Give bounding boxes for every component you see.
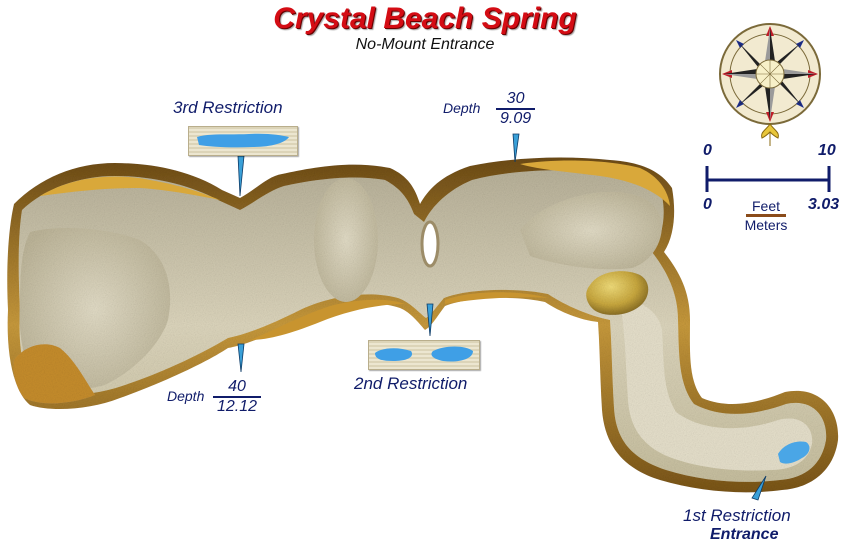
restriction-pillar (420, 220, 440, 268)
depth-40-meters: 12.12 (217, 398, 258, 415)
label-entrance: Entrance (710, 526, 779, 543)
scale-meters-start: 0 (703, 196, 712, 213)
thumbnail-2nd-restriction (368, 340, 480, 370)
scale-meters-end: 3.03 (808, 196, 840, 213)
wall-highlight-top-left (40, 176, 220, 200)
scale-unit-feet: Feet (751, 198, 780, 214)
dome-middle (314, 178, 378, 302)
scale-unit-divider (746, 214, 786, 217)
boulder (586, 271, 649, 315)
depth-30-word: Depth (443, 100, 481, 116)
depth-40-word: Depth (167, 388, 205, 404)
depth-30-fraction: 30 9.09 (496, 90, 536, 128)
entrance-passage-floor (620, 300, 813, 471)
needle-2nd-restriction (426, 303, 434, 337)
needle-1st-restriction (751, 475, 767, 501)
depth-40-feet: 40 (213, 378, 262, 398)
needle-3rd-restriction (237, 155, 245, 197)
needle-depth-30 (512, 133, 520, 163)
thumbnail-3rd-pool (197, 133, 289, 148)
thumbnail-3rd-restriction (188, 126, 298, 156)
needle-depth-40 (237, 343, 245, 373)
map-title: Crystal Beach Spring (273, 2, 577, 35)
wall-highlight-bottom-left (13, 344, 95, 404)
wall-highlight-top-right (520, 160, 670, 206)
scale-bar (705, 166, 831, 192)
label-3rd-restriction: 3rd Restriction (173, 98, 283, 117)
label-2nd-restriction: 2nd Restriction (354, 374, 468, 393)
map-subtitle: No-Mount Entrance (355, 36, 495, 53)
wall-highlight-right-bottom (445, 292, 548, 304)
compass-rose-icon (719, 23, 821, 146)
depth-40-fraction: 40 12.12 (213, 378, 262, 416)
depth-30-meters: 9.09 (500, 110, 532, 127)
label-1st-restriction: 1st Restriction (683, 506, 791, 525)
pointer-needles (237, 133, 767, 501)
scale-feet-end: 10 (818, 142, 836, 159)
thumbnail-2nd-pools (375, 346, 473, 362)
scale-feet-start: 0 (703, 142, 712, 159)
dome-right (520, 191, 662, 270)
scale-unit-meters: Meters (744, 217, 788, 233)
wall-highlight-mid (250, 299, 405, 340)
depth-30-feet: 30 (496, 90, 536, 110)
entrance-pool (778, 441, 810, 464)
scale-unit-labels: Feet Meters (740, 198, 792, 233)
